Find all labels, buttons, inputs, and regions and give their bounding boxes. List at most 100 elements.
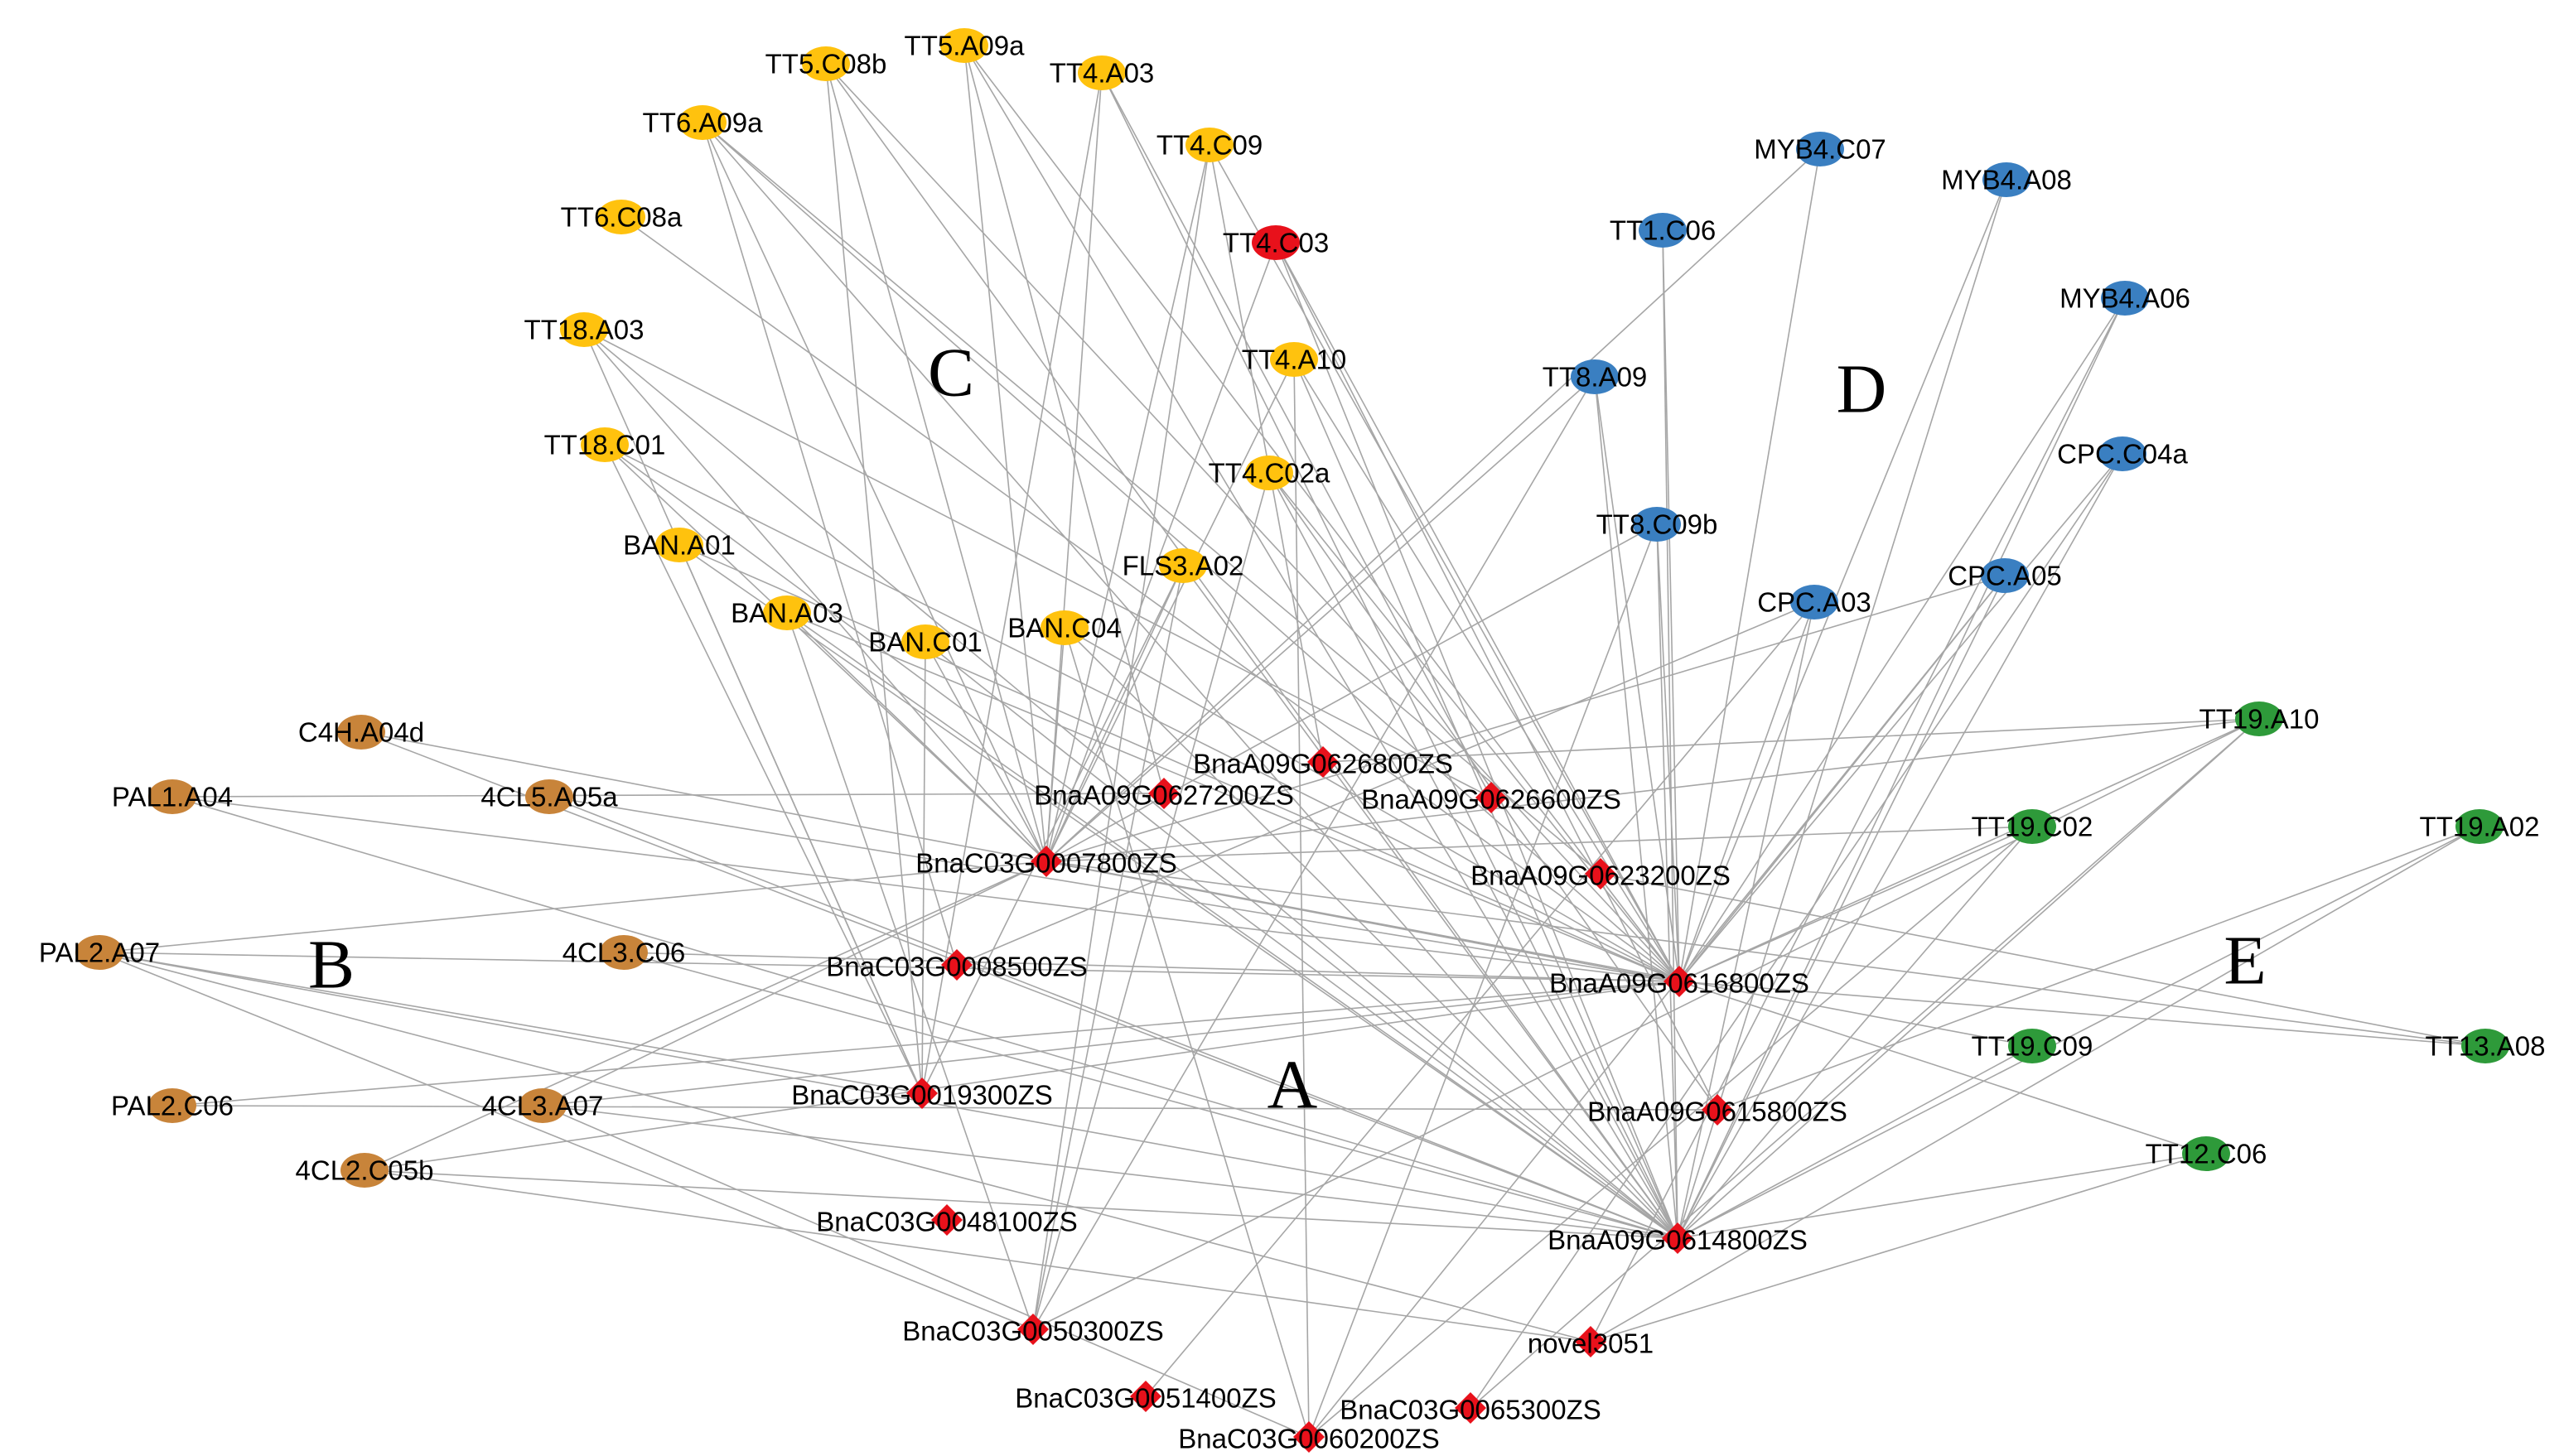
node-label-ban-c04: BAN.C04 [1007, 613, 1122, 644]
gene-node-c4h-a04d[interactable] [337, 715, 385, 750]
gene-node-myb4-a08[interactable] [1982, 162, 2030, 197]
edge-pal2-a07-to-novel3051 [99, 952, 1591, 1343]
mirna-node-bnaa09g0626600zs[interactable] [1475, 782, 1507, 813]
edge-tt12-c06-to-bnaa09g0614800zs [1677, 1153, 2207, 1239]
gene-node-ban-c01[interactable] [901, 624, 949, 659]
edge-tt4-c02a-to-bnaa09g0614800zs [1268, 472, 1678, 1239]
gene-node-4cl5-a05a[interactable] [525, 779, 573, 814]
edge-cpc-a03-to-bnac03g0008500zs [956, 601, 1815, 966]
mirna-node-bnac03g0048100zs[interactable] [931, 1204, 963, 1236]
gene-node-tt4-a03[interactable] [1078, 55, 1126, 90]
mirna-node-bnac03g0019300zs[interactable] [906, 1078, 938, 1109]
gene-node-tt19-a02[interactable] [2455, 809, 2504, 844]
edge-tt8-a09-to-bnac03g0007800zs [1045, 376, 1596, 862]
gene-node-tt8-c09b[interactable] [1633, 507, 1681, 542]
mirna-node-bnac03g0008500zs[interactable] [941, 949, 973, 981]
gene-node-tt4-c03[interactable] [1252, 225, 1300, 260]
node-label-fls3-a02: FLS3.A02 [1123, 551, 1244, 581]
edge-tt5-c08b-to-bnaa09g0616800zs [825, 63, 1680, 982]
gene-node-tt13-a08[interactable] [2461, 1029, 2509, 1063]
gene-node-tt19-c09[interactable] [2008, 1029, 2056, 1063]
gene-node-myb4-a06[interactable] [2101, 281, 2149, 316]
gene-node-4cl2-c05b[interactable] [340, 1153, 389, 1188]
gene-node-ban-c04[interactable] [1041, 610, 1089, 645]
edge-cpc-c04a-to-bnaa09g0616800zs [1678, 453, 2123, 982]
gene-node-tt18-a03[interactable] [560, 312, 608, 347]
node-label-bnaa09g0627200zs: BnaA09G0627200ZS [1034, 780, 1294, 811]
edge-tt19-c02-to-bnac03g0060200zs [1308, 826, 2033, 1438]
gene-node-tt19-a10[interactable] [2235, 701, 2283, 736]
edge-tt4-a10-to-bnac03g0060200zs [1293, 359, 1310, 1438]
gene-node-tt1-c06[interactable] [1639, 213, 1687, 248]
edge-tt8-c09b-to-bnaa09g0616800zs [1656, 523, 1680, 982]
edge-ban-a01-to-bnaa09g0614800zs [678, 544, 1678, 1239]
cluster-label-b: B [308, 927, 355, 1004]
mirna-node-bnaa09g0623200zs[interactable] [1585, 858, 1616, 890]
mirna-node-novel3051[interactable] [1575, 1326, 1606, 1357]
node-label-myb4-a08: MYB4.A08 [1941, 165, 2072, 195]
edge-myb4-a06-to-novel3051 [1590, 297, 2126, 1343]
edge-4cl2-c05b-to-bnaa09g0616800zs [364, 981, 1680, 1171]
gene-node-cpc-c04a[interactable] [2098, 436, 2146, 471]
mirna-node-bnac03g0060200zs[interactable] [1293, 1421, 1325, 1453]
gene-node-ban-a01[interactable] [655, 528, 703, 562]
edge-4cl3-a07-to-bnaa09g0616800zs [542, 981, 1680, 1106]
mirna-node-bnac03g0065300zs[interactable] [1455, 1392, 1486, 1424]
gene-node-4cl3-c06[interactable] [600, 935, 648, 970]
mirna-node-bnac03g0051400zs[interactable] [1130, 1381, 1161, 1412]
edge-tt1-c06-to-bnaa09g0616800zs [1662, 229, 1680, 982]
node-label-4cl3-a07: 4CL3.A07 [482, 1091, 604, 1121]
edge-tt6-a09a-to-bnaa09g0623200zs [702, 122, 1601, 875]
edge-ban-a01-to-bnac03g0019300zs [678, 544, 923, 1094]
edge-4cl3-a07-to-bnaa09g0614800zs [542, 1105, 1678, 1239]
gene-node-tt8-a09[interactable] [1571, 359, 1619, 394]
mirna-node-bnaa09g0614800zs[interactable] [1662, 1222, 1693, 1254]
mirna-node-bnaa09g0616800zs[interactable] [1663, 966, 1695, 997]
edge-tt8-a09-to-bnac03g0050300zs [1032, 376, 1596, 1330]
gene-node-myb4-c07[interactable] [1796, 132, 1844, 166]
edge-tt13-a08-to-bnac03g0007800zs [1045, 861, 2486, 1047]
gene-node-cpc-a05[interactable] [1981, 558, 2029, 593]
gene-node-cpc-a03[interactable] [1790, 585, 1838, 620]
gene-node-tt6-c08a[interactable] [597, 200, 645, 234]
gene-node-tt6-a09a[interactable] [678, 105, 727, 140]
gene-node-tt19-c02[interactable] [2008, 809, 2056, 844]
gene-node-pal2-a07[interactable] [75, 935, 123, 970]
gene-node-tt4-a10[interactable] [1270, 342, 1318, 377]
edge-tt13-a08-to-bnaa09g0616800zs [1678, 981, 2486, 1047]
edge-tt18-c01-to-bnaa09g0616800zs [604, 444, 1680, 982]
gene-node-tt4-c02a[interactable] [1245, 456, 1293, 490]
gene-node-4cl3-a07[interactable] [519, 1088, 567, 1123]
edge-4cl2-c05b-to-bnac03g0007800zs [364, 861, 1047, 1171]
gene-node-tt4-c09[interactable] [1185, 128, 1234, 162]
gene-node-tt5-a09a[interactable] [940, 28, 988, 63]
edge-tt19-a10-to-bnaa09g0626800zs [1322, 718, 2260, 763]
edge-ban-a03-to-bnac03g0050300zs [786, 612, 1034, 1330]
gene-node-ban-a03[interactable] [763, 595, 811, 630]
gene-node-tt5-c08b[interactable] [802, 46, 850, 81]
edge-tt19-a10-to-bnac03g0050300zs [1032, 718, 2260, 1330]
edge-pal1-a04-to-bnaa09g0616800zs [171, 796, 1680, 982]
mirna-node-bnaa09g0627200zs[interactable] [1148, 778, 1180, 809]
edge-tt12-c06-to-novel3051 [1590, 1153, 2207, 1343]
edge-tt5-a09a-to-bnaa09g0616800zs [963, 45, 1680, 982]
edge-tt4-a03-to-bnac03g0019300zs [921, 72, 1103, 1094]
mirna-node-bnaa09g0626800zs[interactable] [1307, 746, 1339, 778]
gene-node-pal2-c06[interactable] [148, 1088, 196, 1123]
mirna-node-bnac03g0007800zs[interactable] [1031, 846, 1062, 877]
edge-tt19-a02-to-novel3051 [1590, 826, 2480, 1343]
gene-node-tt12-c06[interactable] [2182, 1136, 2230, 1171]
node-label-bnaa09g0626800zs: BnaA09G0626800ZS [1193, 749, 1453, 779]
mirna-node-bnaa09g0615800zs[interactable] [1702, 1094, 1733, 1126]
edge-tt1-c06-to-bnaa09g0614800zs [1662, 229, 1678, 1239]
edge-tt13-a08-to-bnaa09g0623200zs [1600, 873, 2486, 1047]
gene-node-pal1-a04[interactable] [148, 779, 196, 814]
edge-myb4-a08-to-bnaa09g0614800zs [1677, 179, 2007, 1239]
mirna-node-bnac03g0050300zs[interactable] [1017, 1314, 1049, 1345]
edge-tt18-c01-to-bnaa09g0614800zs [604, 444, 1678, 1239]
gene-node-tt18-c01[interactable] [581, 427, 629, 462]
edge-tt19-c02-to-bnaa09g0616800zs [1678, 826, 2033, 982]
edge-ban-c01-to-bnac03g0007800zs [925, 641, 1047, 862]
gene-node-fls3-a02[interactable] [1159, 548, 1207, 583]
